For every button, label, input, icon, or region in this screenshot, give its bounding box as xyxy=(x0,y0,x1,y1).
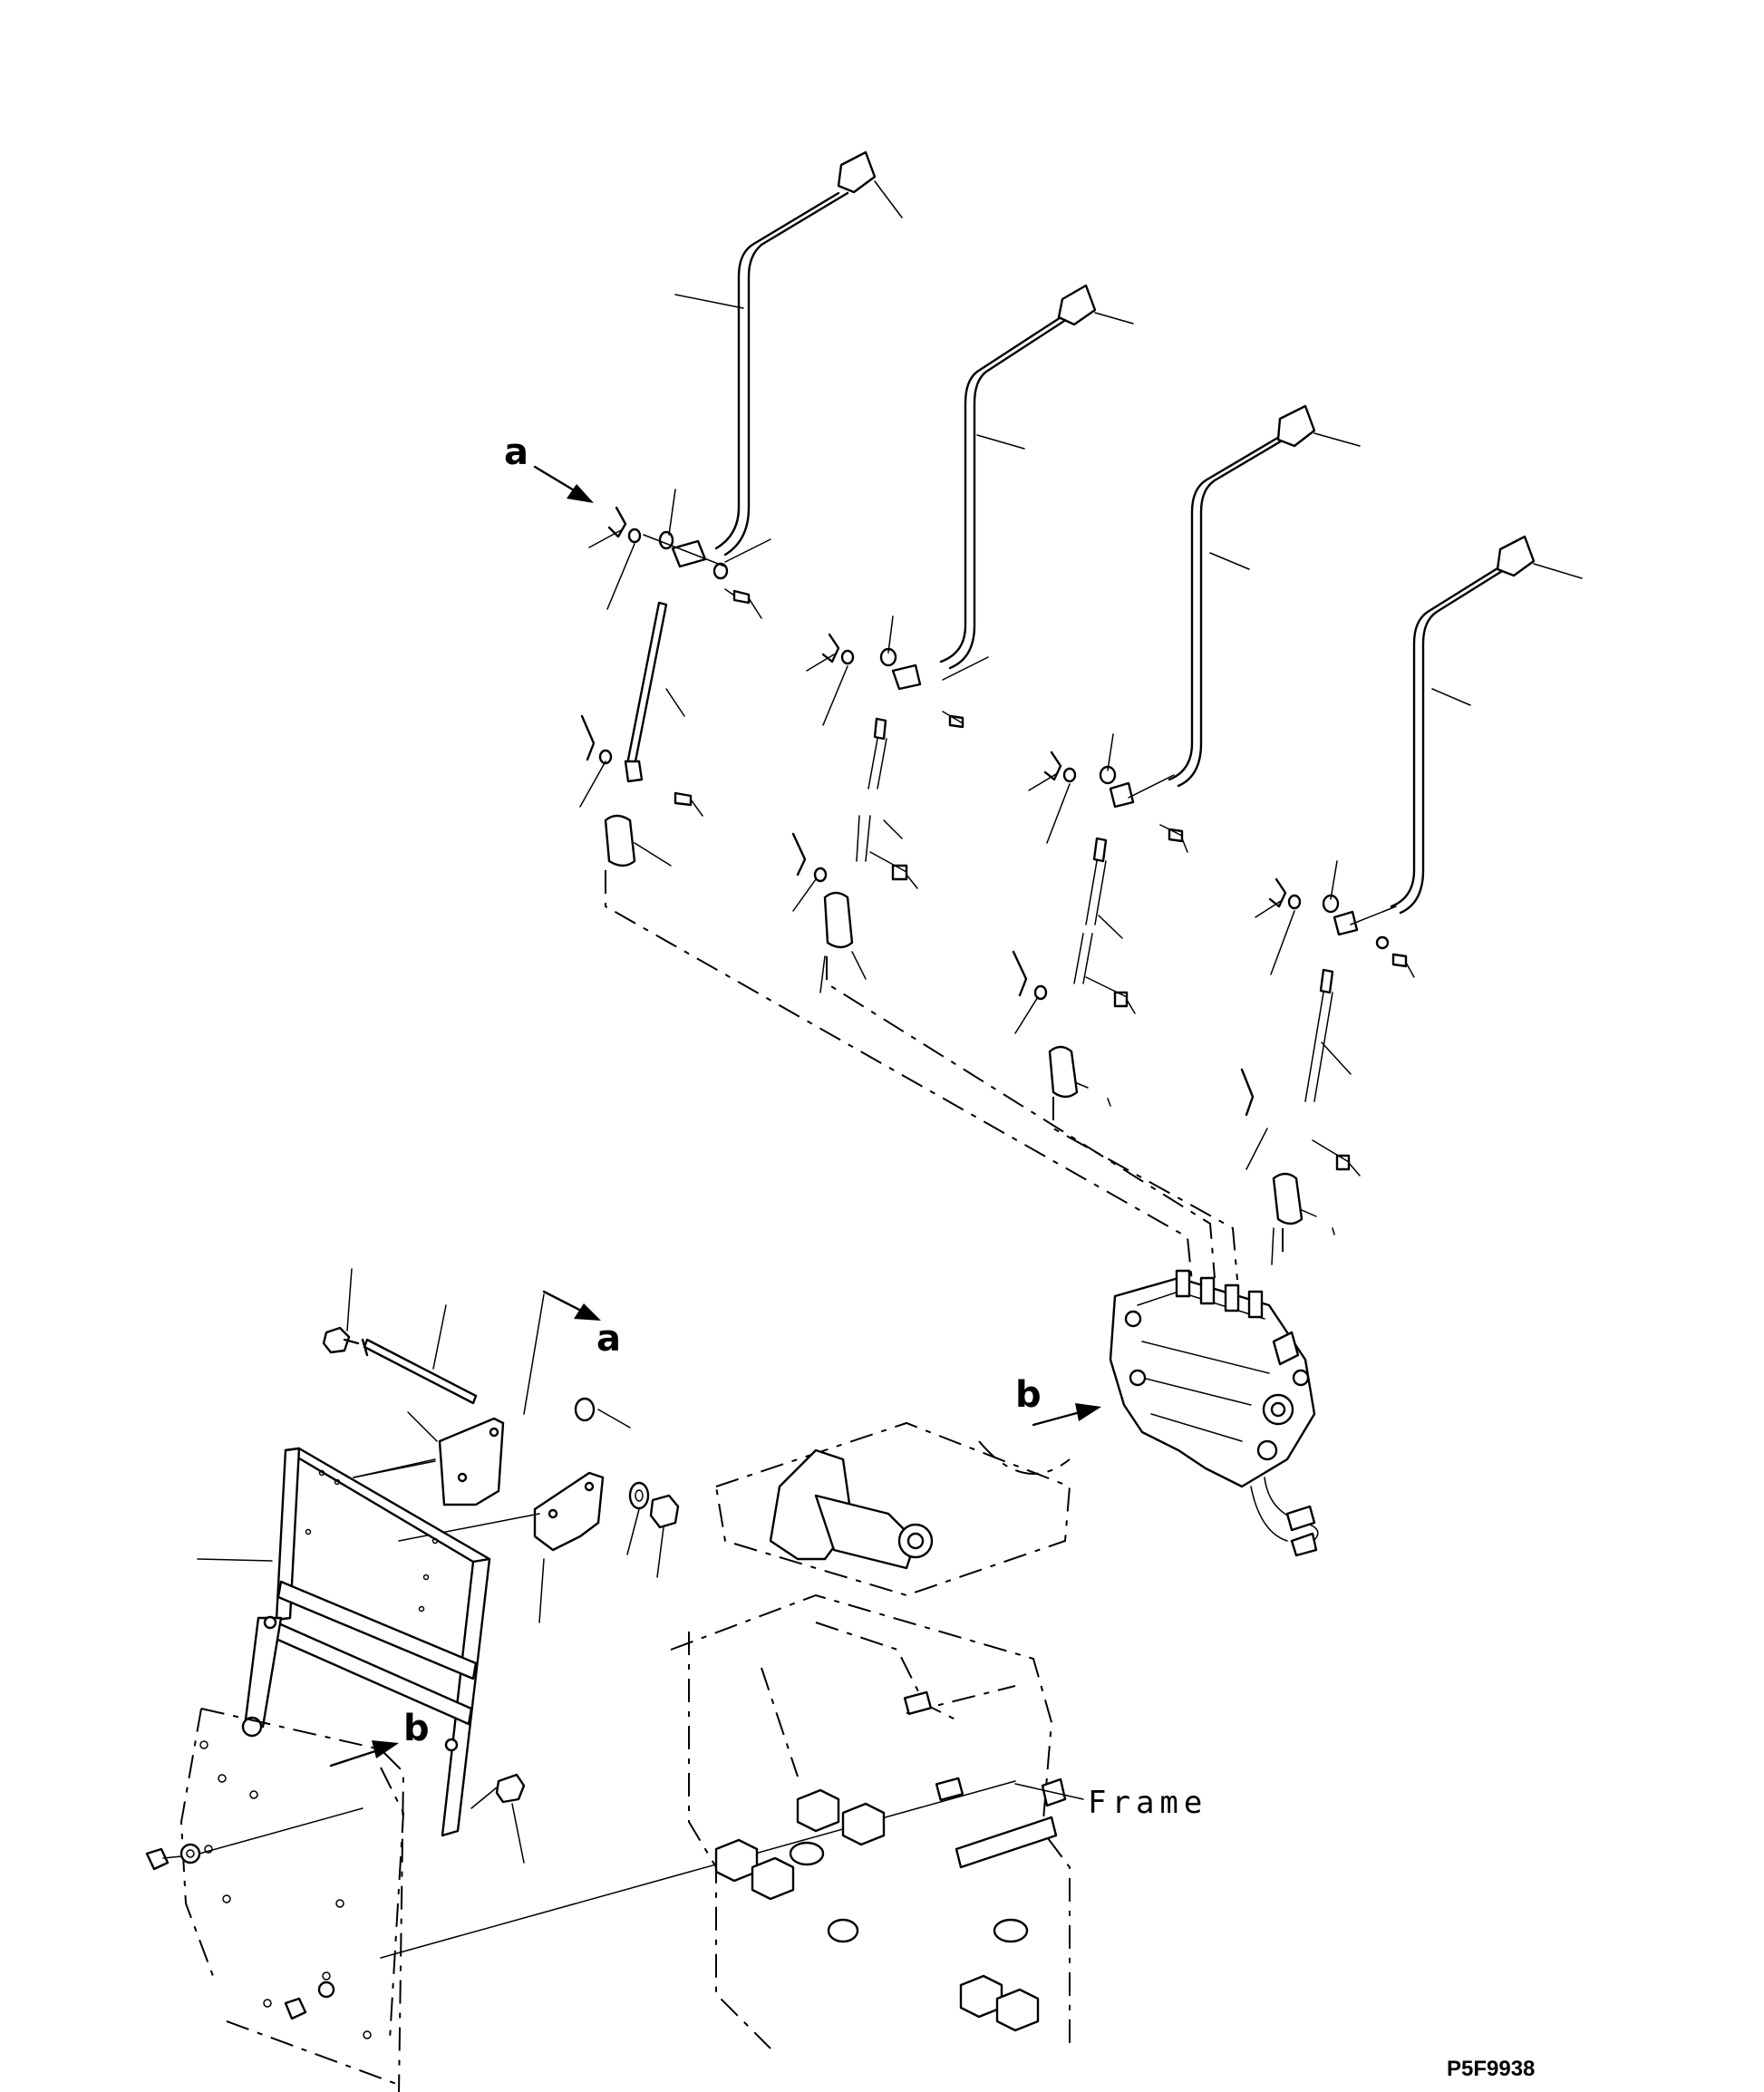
callout-arrow-b-right: b xyxy=(1015,1374,1101,1427)
hex-nut xyxy=(649,1494,680,1529)
callout-letter-a-bottom: a xyxy=(596,1318,621,1360)
callout-letter-b-left: b xyxy=(403,1708,430,1749)
mounting-bolt xyxy=(322,1326,351,1354)
lever-boot-3 xyxy=(1048,1045,1079,1099)
lever-boot-2 xyxy=(823,891,854,949)
clevis-joint xyxy=(671,539,707,568)
clevis-joint xyxy=(1333,910,1359,936)
control-lever-2 xyxy=(791,284,1134,993)
lever-knob-2 xyxy=(1057,284,1097,326)
control-lever-1 xyxy=(579,150,903,867)
mounting-bolt xyxy=(495,1773,526,1804)
lever-knob-1 xyxy=(837,150,877,194)
lever-knob-4 xyxy=(1496,535,1536,577)
frame-label: Frame xyxy=(1088,1785,1207,1821)
control-lever-3 xyxy=(1012,404,1361,1107)
lever-boot-1 xyxy=(604,814,636,867)
callout-arrow-b-left: b xyxy=(329,1708,430,1768)
lever-knob-3 xyxy=(1276,404,1316,448)
washer xyxy=(628,1481,650,1510)
valve-body xyxy=(1109,1276,1316,1488)
callout-arrow-a-top: a xyxy=(504,431,594,503)
side-bracket-1 xyxy=(438,1417,505,1506)
side-bracket-2 xyxy=(533,1471,605,1552)
machine-frame: Frame xyxy=(145,1421,1207,2092)
control-valve-assembly xyxy=(1109,1269,1319,1557)
support-rod xyxy=(363,1338,478,1405)
callout-letter-a-top: a xyxy=(504,431,528,473)
lever-bracket-assembly xyxy=(197,1268,680,1864)
figure-code: P5F9938 xyxy=(1447,2057,1535,2081)
clevis-joint xyxy=(891,663,922,691)
connecting-rod-1 xyxy=(625,601,668,768)
callout-letter-b-right: b xyxy=(1015,1374,1042,1416)
lever-boot-4 xyxy=(1272,1172,1304,1225)
control-lever-4 xyxy=(1240,535,1583,1265)
phantom-connection-lines xyxy=(605,870,1284,1283)
clevis-joint xyxy=(1109,781,1135,809)
callout-arrow-a-bottom: a xyxy=(542,1290,621,1360)
